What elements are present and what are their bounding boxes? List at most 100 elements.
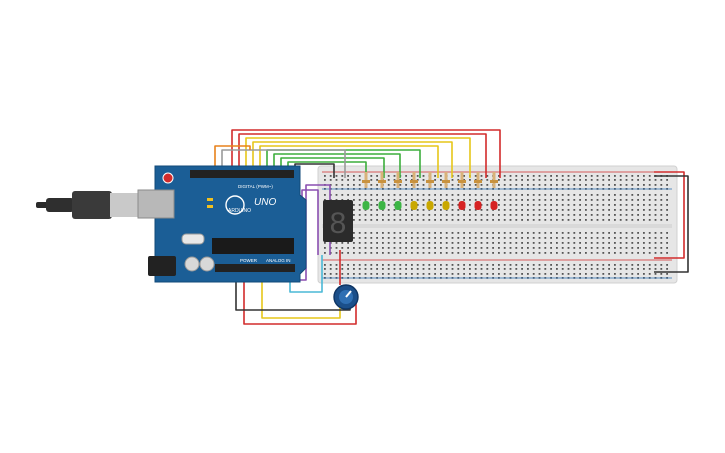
wire-green-2[interactable] — [273, 153, 401, 178]
breadboard-hole — [411, 219, 413, 221]
breadboard-hole — [596, 247, 599, 249]
breadboard-hole — [347, 268, 349, 270]
breadboard-hole — [463, 209, 465, 211]
led[interactable] — [394, 201, 402, 210]
reset-button[interactable] — [162, 172, 174, 184]
breadboard-hole — [393, 175, 396, 177]
breadboard-hole — [486, 219, 489, 221]
led[interactable] — [362, 201, 370, 210]
breadboard-hole — [538, 194, 541, 196]
breadboard-hole — [480, 252, 483, 254]
breadboard-hole — [550, 232, 552, 234]
breadboard-hole — [387, 179, 390, 181]
resistor-band — [426, 180, 434, 183]
breadboard-hole — [666, 242, 668, 244]
led[interactable] — [442, 201, 450, 210]
breadboard-hole — [422, 199, 425, 201]
breadboard-hole — [428, 199, 431, 201]
breadboard-hole — [637, 252, 639, 254]
breadboard-hole — [527, 179, 529, 181]
led[interactable] — [474, 201, 482, 210]
breadboard-hole — [643, 273, 645, 275]
breadboard-hole — [532, 179, 535, 181]
breadboard-hole — [486, 237, 489, 239]
breadboard-hole — [498, 199, 500, 201]
led[interactable] — [426, 201, 434, 210]
breadboard-hole — [451, 242, 454, 244]
breadboard-hole — [648, 179, 651, 181]
arduino-logo-icon — [225, 195, 245, 215]
breadboard-hole — [614, 242, 616, 244]
breadboard-hole — [399, 194, 402, 196]
seven-segment-display[interactable]: 8 — [323, 200, 353, 242]
resistors[interactable] — [362, 172, 498, 188]
breadboard-hole — [486, 175, 489, 177]
breadboard-hole — [457, 237, 460, 239]
wire-yellow-3[interactable] — [259, 145, 439, 178]
wire-red-pot[interactable] — [243, 272, 357, 325]
breadboard-hole — [445, 264, 448, 266]
breadboard-hole — [602, 209, 605, 211]
breadboard[interactable] — [317, 165, 678, 284]
breadboard-hole — [567, 268, 570, 270]
breadboard-hole — [585, 273, 587, 275]
leds[interactable] — [362, 201, 498, 210]
resistor-band — [458, 180, 466, 183]
breadboard-hole — [353, 252, 355, 254]
wire-orange[interactable] — [214, 145, 251, 170]
breadboard-hole — [463, 273, 465, 275]
led[interactable] — [490, 201, 498, 210]
breadboard-hole — [637, 237, 639, 239]
breadboard-hole — [527, 232, 529, 234]
breadboard-hole — [619, 214, 622, 216]
resistor-band — [410, 180, 418, 183]
wire-gray[interactable] — [221, 149, 346, 178]
breadboard-hole — [643, 199, 645, 201]
wire-red-rail[interactable] — [654, 171, 685, 259]
wire-black-rail[interactable] — [654, 175, 689, 273]
breadboard-hole — [440, 252, 442, 254]
led[interactable] — [378, 201, 386, 210]
breadboard-hole — [648, 175, 651, 177]
breadboard-hole — [370, 194, 373, 196]
breadboard-hole — [416, 237, 419, 239]
breadboard-hole — [660, 184, 663, 186]
wire-yellow-2[interactable] — [252, 141, 453, 178]
breadboard-hole — [382, 232, 384, 234]
breadboard-hole — [585, 237, 587, 239]
breadboard-hole — [527, 247, 529, 249]
breadboard-hole — [335, 264, 338, 266]
breadboard-hole — [648, 204, 651, 206]
breadboard-hole — [538, 209, 541, 211]
breadboard-hole — [556, 232, 558, 234]
arduino-uno[interactable]: ARDUINO UNO DIGITAL (PWM~) POWER ANALOG … — [137, 165, 307, 283]
breadboard-hole — [567, 184, 570, 186]
wire-yellow-1[interactable] — [245, 137, 471, 178]
breadboard-hole — [440, 242, 442, 244]
led[interactable] — [410, 201, 418, 210]
wire-red-2[interactable] — [238, 133, 487, 178]
wire-yellow-pot[interactable] — [261, 272, 341, 319]
breadboard-hole — [643, 268, 645, 270]
breadboard-hole — [353, 184, 355, 186]
breadboard-hole — [387, 209, 390, 211]
breadboard-hole — [596, 232, 599, 234]
led[interactable] — [458, 201, 466, 210]
breadboard-hole — [469, 209, 471, 211]
breadboard-hole — [544, 199, 547, 201]
breadboard-hole — [492, 199, 494, 201]
breadboard-hole — [579, 184, 581, 186]
breadboard-hole — [631, 247, 634, 249]
breadboard-hole — [335, 175, 338, 177]
potentiometer[interactable] — [333, 284, 359, 310]
breadboard-hole — [590, 273, 593, 275]
breadboard-hole — [660, 194, 663, 196]
breadboard-hole — [451, 214, 454, 216]
breadboard-hole — [393, 252, 396, 254]
breadboard-hole — [451, 268, 454, 270]
wire-green-3[interactable] — [280, 157, 385, 178]
breadboard-hole — [387, 204, 390, 206]
breadboard-hole — [405, 252, 407, 254]
breadboard-hole — [544, 237, 547, 239]
